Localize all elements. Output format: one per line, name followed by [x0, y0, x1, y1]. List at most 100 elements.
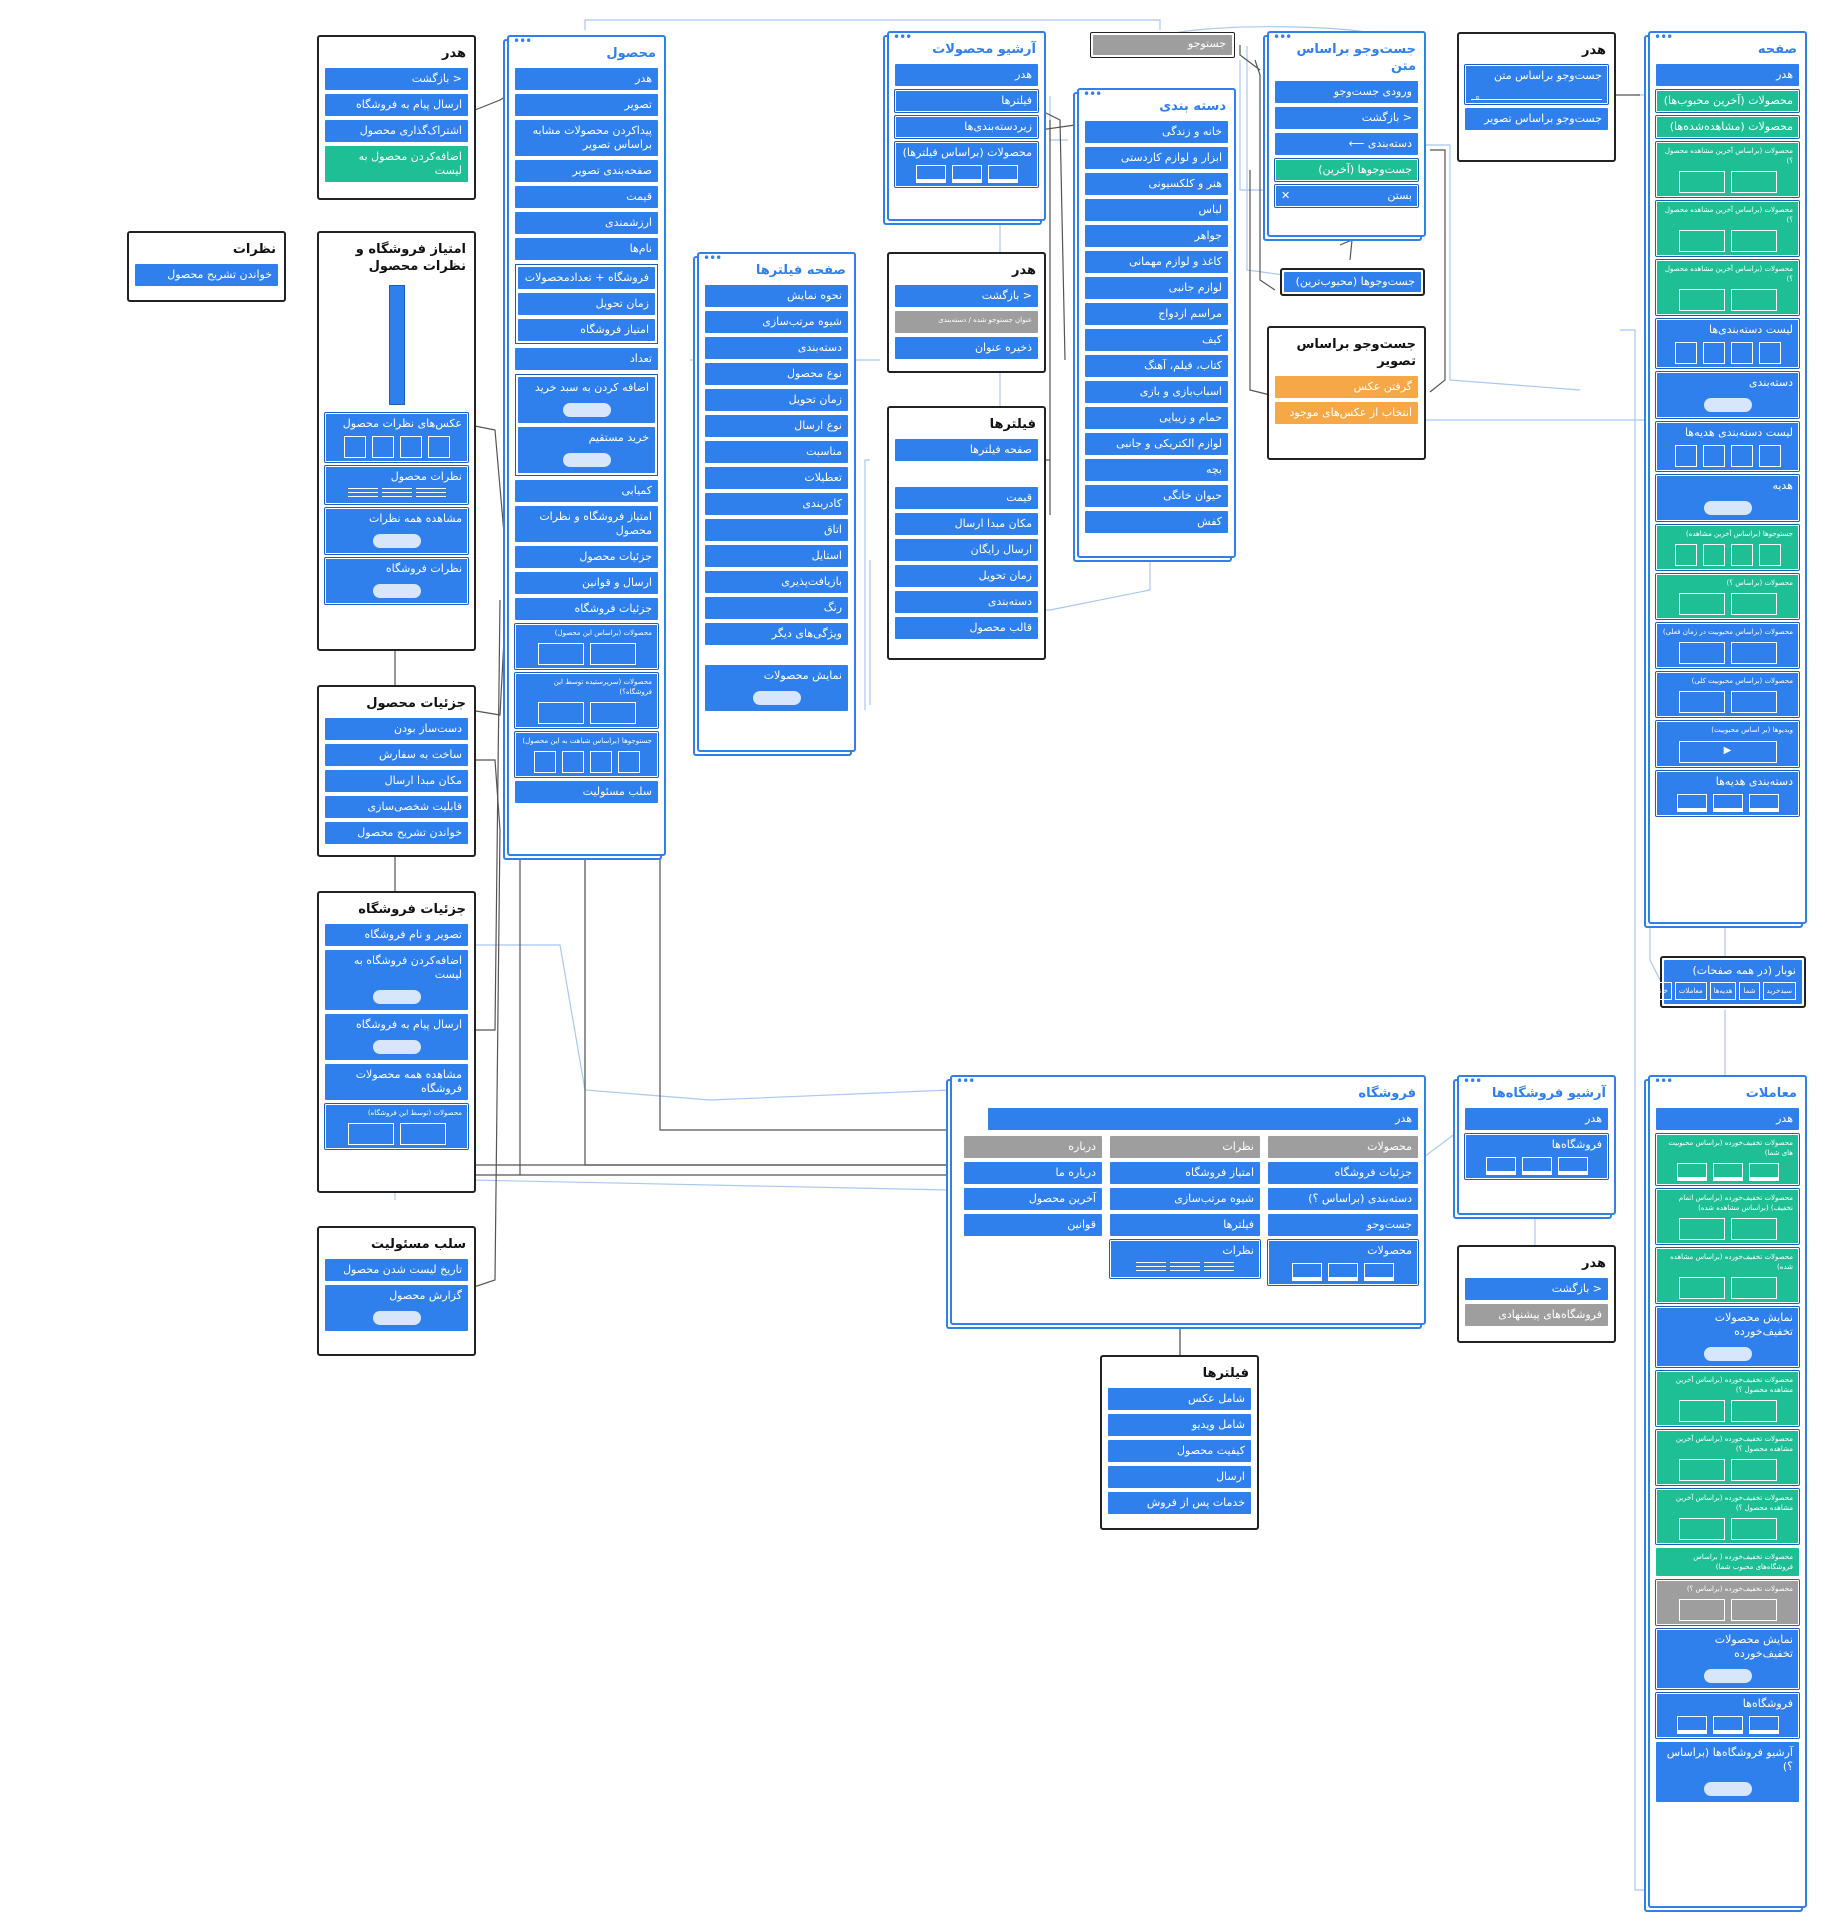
filter-category[interactable]: دسته‌بندی [895, 591, 1038, 613]
popular-videos[interactable]: ویدیوها (بر اساس محبوبیت)▶ [1656, 721, 1799, 767]
filter-holidays[interactable]: تعطیلات [705, 467, 848, 489]
store-product-count[interactable]: فروشگاه + تعدادمحصولات [518, 267, 655, 289]
more-icon[interactable]: ••• [703, 251, 722, 265]
tab-deals[interactable]: معاملات [1674, 982, 1707, 1000]
take-photo-button[interactable]: گرفتن عکس [1275, 376, 1418, 398]
filter-shipping[interactable]: ارسال [1108, 1466, 1251, 1488]
scroll-tabs[interactable] [388, 285, 405, 405]
share-product-button[interactable]: اشتراک‌گذاری محصول [325, 120, 468, 142]
category-list[interactable]: لیست دسته‌بندی‌ها [1656, 319, 1799, 368]
category-home[interactable]: خانه و زندگی [1085, 121, 1228, 143]
category-craft[interactable]: ابزار و لوازم کاردستی [1085, 147, 1228, 169]
more-icon[interactable]: ••• [893, 30, 912, 44]
store-category[interactable]: دسته‌بندی (براساس ؟) [1268, 1188, 1418, 1210]
filter-category[interactable]: دسته‌بندی [705, 337, 848, 359]
store-reviews-list[interactable]: نظرات [1110, 1240, 1260, 1278]
deals-last-viewed-1[interactable]: محصولات تخفیف‌خورده (براساس آخرین مشاهده… [1656, 1371, 1799, 1426]
deals-header[interactable]: هدر [1656, 1108, 1799, 1130]
category-electronics[interactable]: لوازم الکتریکی و جانبی [1085, 433, 1228, 455]
deals-based-on[interactable]: محصولات تخفیف‌خورده (براساس ؟) [1656, 1580, 1799, 1625]
more-icon[interactable]: ••• [1273, 30, 1292, 44]
more-icon[interactable]: ••• [956, 1074, 975, 1088]
store-details[interactable]: جزئیات فروشگاه [515, 598, 658, 620]
deals-last-viewed-2[interactable]: محصولات تخفیف‌خورده (براساس آخرین مشاهده… [1656, 1430, 1799, 1485]
navbar[interactable]: نوبار (در همه صفحات) سبدخرید شما هدیه‌ها… [1651, 960, 1802, 1004]
choose-photo-button[interactable]: انتخاب از عکس‌های موجود [1275, 402, 1418, 424]
filter-color[interactable]: رنگ [705, 597, 848, 619]
image-pagination[interactable]: صفحه‌بندی تصویر [515, 160, 658, 182]
store-reviews[interactable]: نظرات فروشگاه [325, 558, 468, 604]
back-button[interactable]: < بازگشت [1275, 107, 1418, 129]
filter-occasion[interactable]: مناسبت [705, 441, 848, 463]
customizable-item[interactable]: قابلیت شخصی‌سازی [325, 796, 468, 818]
filter-sort[interactable]: شیوه مرتب‌سازی [705, 311, 848, 333]
store-products-list[interactable]: محصولات (توسط این فروشگاه) [325, 1104, 468, 1149]
filter-quality[interactable]: کیفیت محصول [1108, 1440, 1251, 1462]
product-reviews[interactable]: نظرات محصول [325, 466, 468, 504]
deals-favorite-stores[interactable]: محصولات تخفیف‌خورده ( براساس فروشگاه‌های… [1656, 1548, 1799, 1576]
add-store-to-list[interactable]: اضافه‌کردن فروشگاه به لیست [325, 950, 468, 1010]
filter-after-sales[interactable]: خدمات پس از فروش [1108, 1492, 1251, 1514]
review-photos[interactable]: عکس‌های نظرات محصول [325, 413, 468, 462]
store-filters[interactable]: فیلترها [1110, 1214, 1260, 1236]
category-bags[interactable]: کیف [1085, 329, 1228, 351]
tab-about[interactable]: درباره [964, 1136, 1102, 1158]
filter-display-mode[interactable]: نحوه نمایش [705, 285, 848, 307]
filter-other[interactable]: ویژگی‌های دیگر [705, 623, 848, 645]
deals-your-favorites[interactable]: محصولات تخفیف‌خورده (براساس محبوبیت های … [1656, 1134, 1799, 1185]
tab-gifts[interactable]: هدیه‌ها [1709, 982, 1737, 1000]
filter-has-video[interactable]: شامل ویدیو [1108, 1414, 1251, 1436]
text-search-field[interactable]: جست‌وجو براساس متن⌕ [1465, 65, 1608, 104]
filter-price[interactable]: قیمت [895, 487, 1038, 509]
subcategories[interactable]: زیردسته‌بندی‌ها [895, 116, 1038, 138]
store-rating-reviews[interactable]: امتیاز فروشگاه و نظرات محصول [515, 506, 658, 542]
store-rating[interactable]: امتیاز فروشگاه [1110, 1162, 1260, 1184]
tab-home[interactable]: خانه [1651, 982, 1672, 1000]
deals-viewed[interactable]: محصولات تخفیف‌خورده (براساس مشاهده شده) [1656, 1248, 1799, 1303]
similar-searches[interactable]: جستوجوها (براساس شباهت به این محصول) [515, 732, 658, 777]
products-based-on[interactable]: محصولات (براساس ؟) [1656, 574, 1799, 619]
store-products[interactable]: محصولات [1268, 1240, 1418, 1285]
more-icon[interactable]: ••• [1654, 30, 1673, 44]
filtered-products[interactable]: محصولات (براساس فیلترها) [895, 142, 1038, 187]
based-on-last-viewed-2[interactable]: محصولات (براساس آخرین مشاهده محصول ؟) [1656, 201, 1799, 256]
category-shoes[interactable]: کفش [1085, 511, 1228, 533]
home-header[interactable]: هدر [1656, 64, 1799, 86]
tab-products[interactable]: محصولات [1268, 1136, 1418, 1158]
policies[interactable]: قوانین [964, 1214, 1102, 1236]
recent-searches-home[interactable]: جستوجوها (براساس آخرین مشاهده) [1656, 525, 1799, 570]
message-store-button[interactable]: ارسال پیام به فروشگاه [325, 94, 468, 116]
based-on-last-viewed-3[interactable]: محصولات (براساس آخرین مشاهده محصول ؟) [1656, 260, 1799, 315]
gift-categories[interactable]: دسته‌بندی هدیه‌ها [1656, 771, 1799, 816]
search-input[interactable]: ورودی جست‌وجو [1275, 81, 1418, 103]
view-all-store-products[interactable]: مشاهده همه محصولات فروشگاه [325, 1064, 468, 1100]
popular-searches[interactable]: جست‌وجوها (محبوب‌ترین) [1284, 272, 1421, 292]
filter-shipping-type[interactable]: نوع ارسال [705, 415, 848, 437]
disclaimer[interactable]: سلب مسئولیت [515, 781, 658, 803]
store-image-name[interactable]: تصویر و نام فروشگاه [325, 924, 468, 946]
category-clothing[interactable]: لباس [1085, 199, 1228, 221]
category-accessories[interactable]: لوازم جانبی [1085, 277, 1228, 299]
category-pets[interactable]: حیوان خانگی [1085, 485, 1228, 507]
back-button[interactable]: < بازگشت [895, 285, 1038, 307]
latest-product[interactable]: آخرین محصول [964, 1188, 1102, 1210]
category-button[interactable]: دسته‌بندی ⟵ [1275, 133, 1418, 155]
add-to-cart-button[interactable]: اضافه کردن به سبد خرید [518, 377, 655, 423]
curated-products[interactable]: محصولات (سرپرستیده توسط این فروشگاه؟) [515, 673, 658, 728]
find-similar-button[interactable]: پیداکردن محصولات مشابه براساس تصویر [515, 120, 658, 156]
message-store[interactable]: ارسال پیام به فروشگاه [325, 1014, 468, 1060]
tab-reviews[interactable]: نظرات [1110, 1136, 1260, 1158]
more-icon[interactable]: ••• [1083, 87, 1102, 101]
more-icon[interactable]: ••• [1463, 1074, 1482, 1088]
gift[interactable]: هدیه [1656, 475, 1799, 521]
latest-popular-products[interactable]: محصولات (آخرین محبوب‌ها) [1656, 90, 1799, 112]
filter-has-photo[interactable]: شامل عکس [1108, 1388, 1251, 1410]
view-all-reviews-button[interactable]: مشاهده همه نظرات [325, 508, 468, 554]
show-deals-button-1[interactable]: نمایش محصولات تخفیف‌خورده [1656, 1307, 1799, 1367]
category[interactable]: دسته‌بندی [1656, 372, 1799, 418]
handmade-item[interactable]: دست‌ساز بودن [325, 718, 468, 740]
save-title-button[interactable]: ذخیره عنوان [895, 337, 1038, 359]
filter-free-shipping[interactable]: ارسال رایگان [895, 539, 1038, 561]
close-button[interactable]: بستن✕ [1275, 185, 1418, 207]
filter-room[interactable]: اتاق [705, 519, 848, 541]
